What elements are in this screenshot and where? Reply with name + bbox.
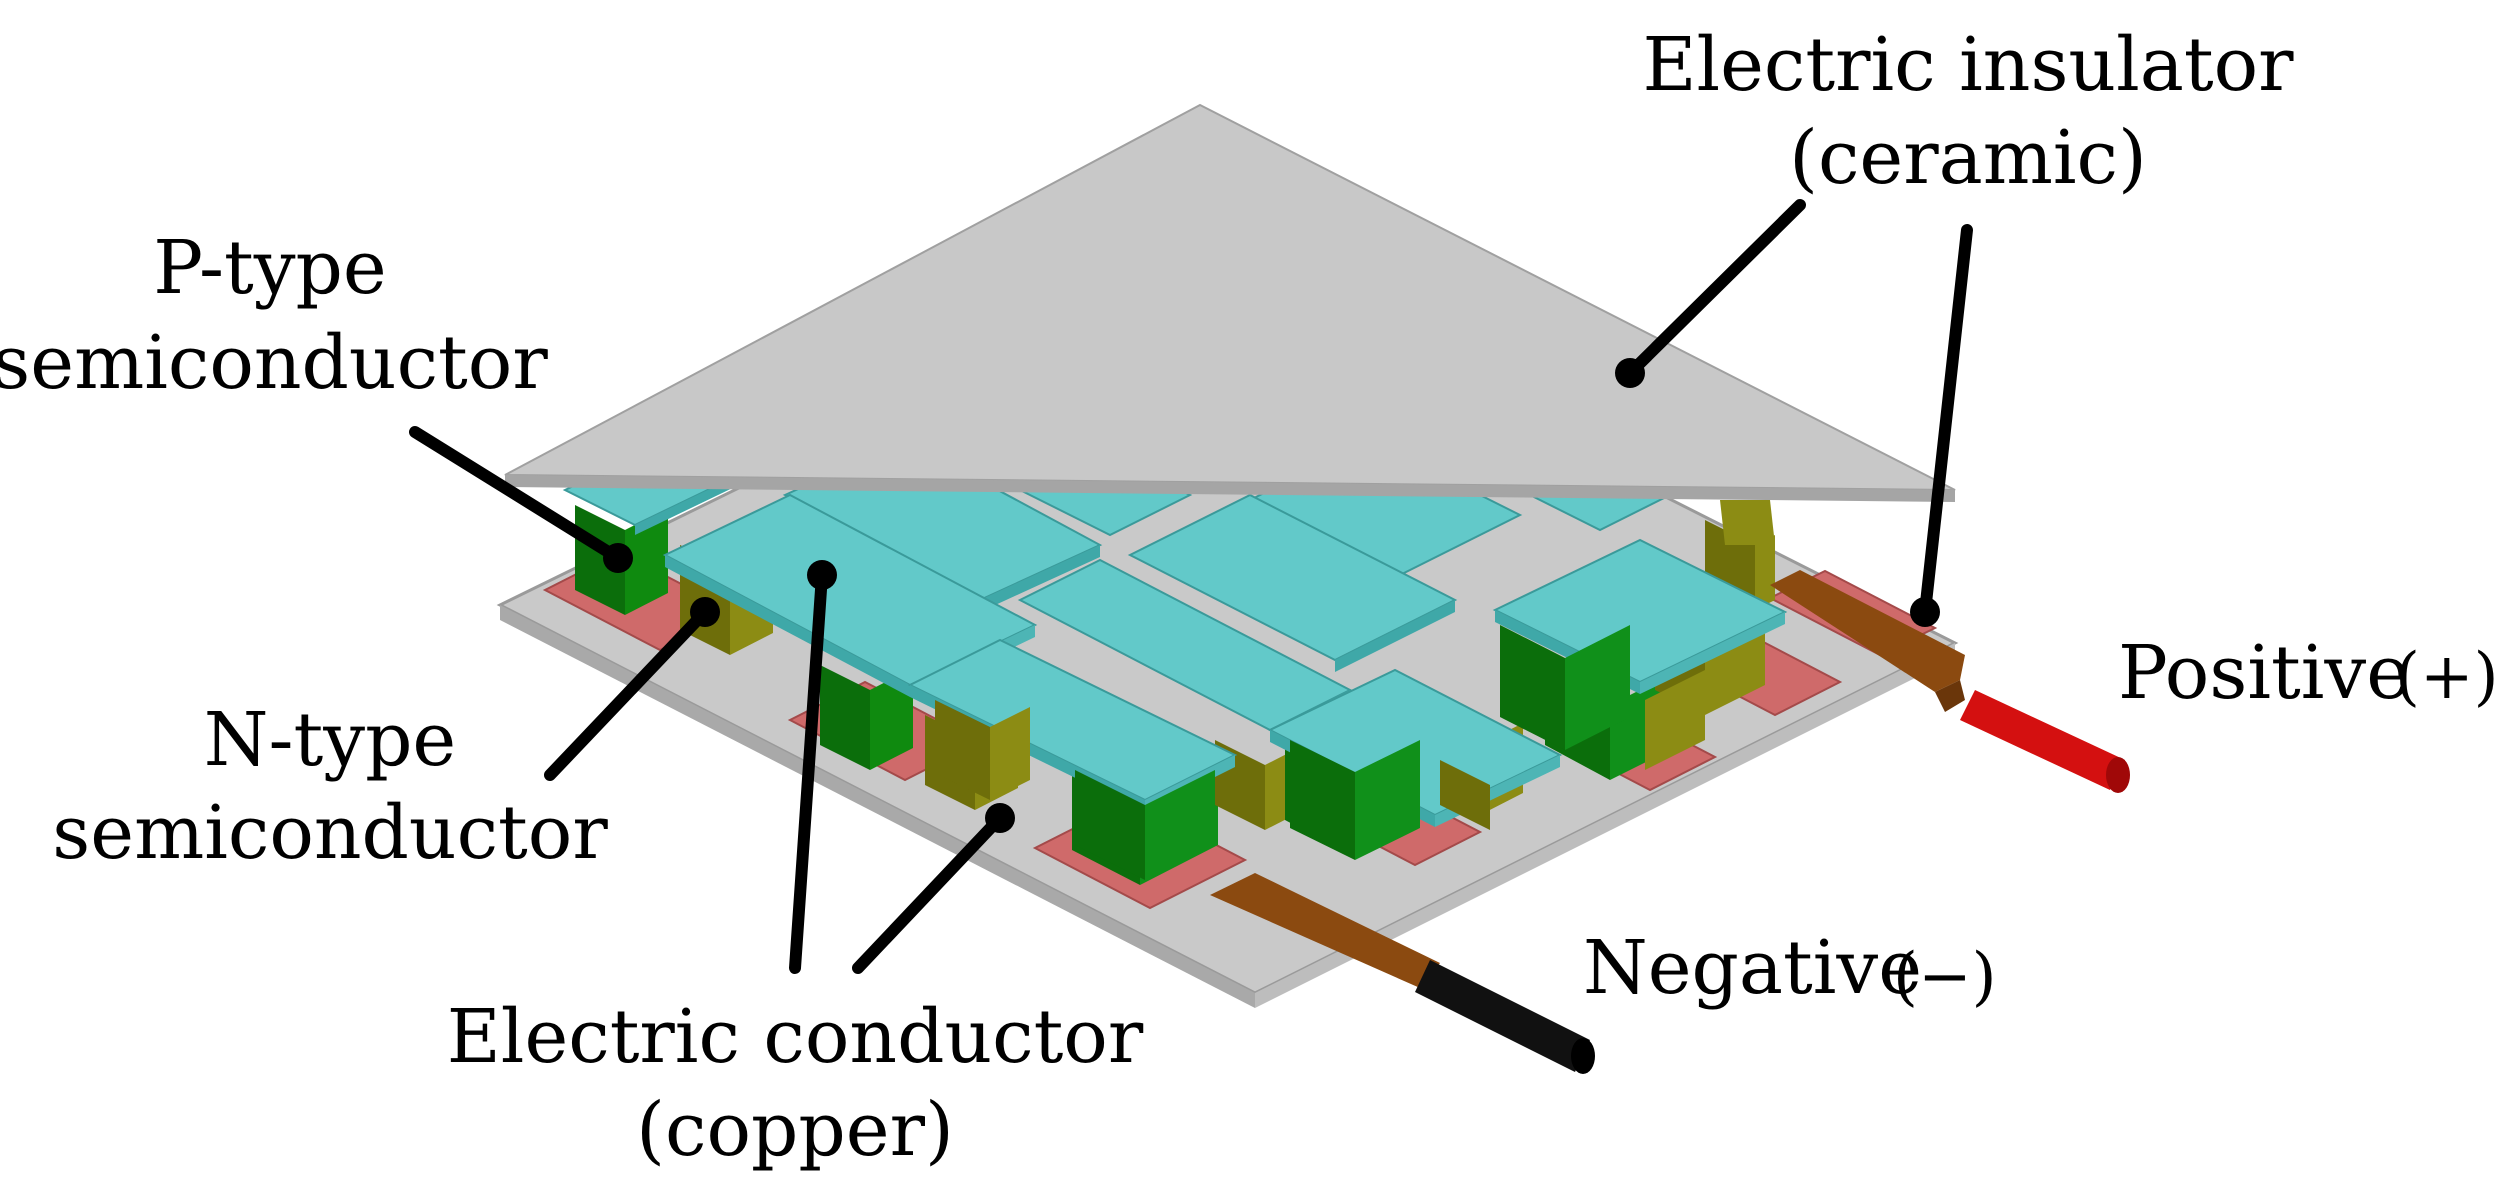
positive-lead (1770, 570, 2130, 793)
p-type-label-line2: semiconductor (0, 320, 548, 406)
p-type-label-line1: P-type (153, 225, 386, 311)
insulator-label-line1: Electric insulator (1642, 22, 2294, 108)
n-type-pellet (935, 700, 1030, 800)
n-type-label-line2: semiconductor (52, 790, 608, 876)
p-type-pellet (820, 665, 913, 770)
conductor-label-line1: Electric conductor (447, 994, 1144, 1080)
conductor-strip (1127, 493, 1458, 672)
labels: Electric insulator (ceramic) P-type semi… (0, 22, 2495, 1173)
negative-label: Negative (1583, 925, 1922, 1011)
top-ceramic-plate (504, 103, 1956, 502)
n-type-label-line1: N-type (204, 697, 456, 783)
negative-sign: (−) (1893, 940, 1997, 1014)
conductor-label-line2: (copper) (636, 1087, 954, 1173)
n-type-pellet (1720, 500, 1775, 545)
top-conductor-strips (562, 423, 1788, 827)
n-type-pellet (1440, 760, 1490, 830)
positive-label: Positive (2118, 630, 2410, 716)
front-pellets (935, 625, 1705, 880)
n-type-pellet (1645, 670, 1705, 770)
positive-sign: (+) (2395, 640, 2495, 714)
p-type-pellet (1290, 740, 1420, 860)
leader-lines (409, 199, 1973, 974)
p-type-pellet (1500, 625, 1630, 750)
p-type-pellet (1075, 770, 1215, 880)
conductor-strip (1492, 538, 1788, 694)
insulator-label-line2: (ceramic) (1789, 115, 2147, 201)
negative-lead (1210, 873, 1595, 1074)
p-type-pellet (575, 505, 668, 615)
